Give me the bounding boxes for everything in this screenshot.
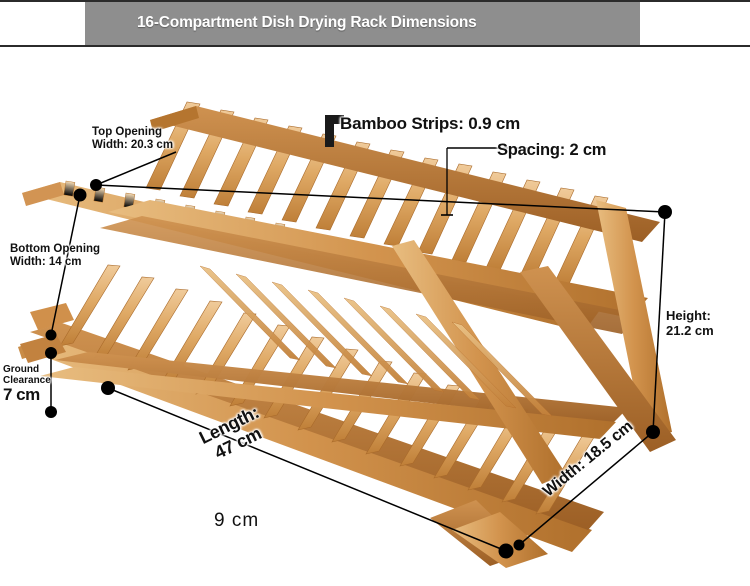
label-depth: 9 cm — [214, 510, 260, 531]
page-title: 16-Compartment Dish Drying Rack Dimensio… — [137, 14, 477, 31]
label-ground-clearance-value: 7 cm — [3, 385, 40, 405]
label-height: Height: 21.2 cm — [666, 308, 714, 338]
header-banner — [85, 2, 640, 45]
bamboo-strip-bracket-icon — [325, 115, 344, 147]
label-spacing: Spacing: 2 cm — [497, 141, 607, 159]
label-bottom-opening-width: Bottom Opening Width: 14 cm — [10, 243, 101, 268]
label-bamboo-strips: Bamboo Strips: 0.9 cm — [340, 114, 521, 133]
header-rule-bottom — [0, 45, 750, 47]
label-ground-clearance-text: Ground Clearance — [3, 364, 51, 387]
header-rule-top — [0, 0, 750, 2]
rack-lattice — [199, 265, 553, 417]
label-top-opening-width: Top Opening Width: 20.3 cm — [92, 126, 174, 151]
